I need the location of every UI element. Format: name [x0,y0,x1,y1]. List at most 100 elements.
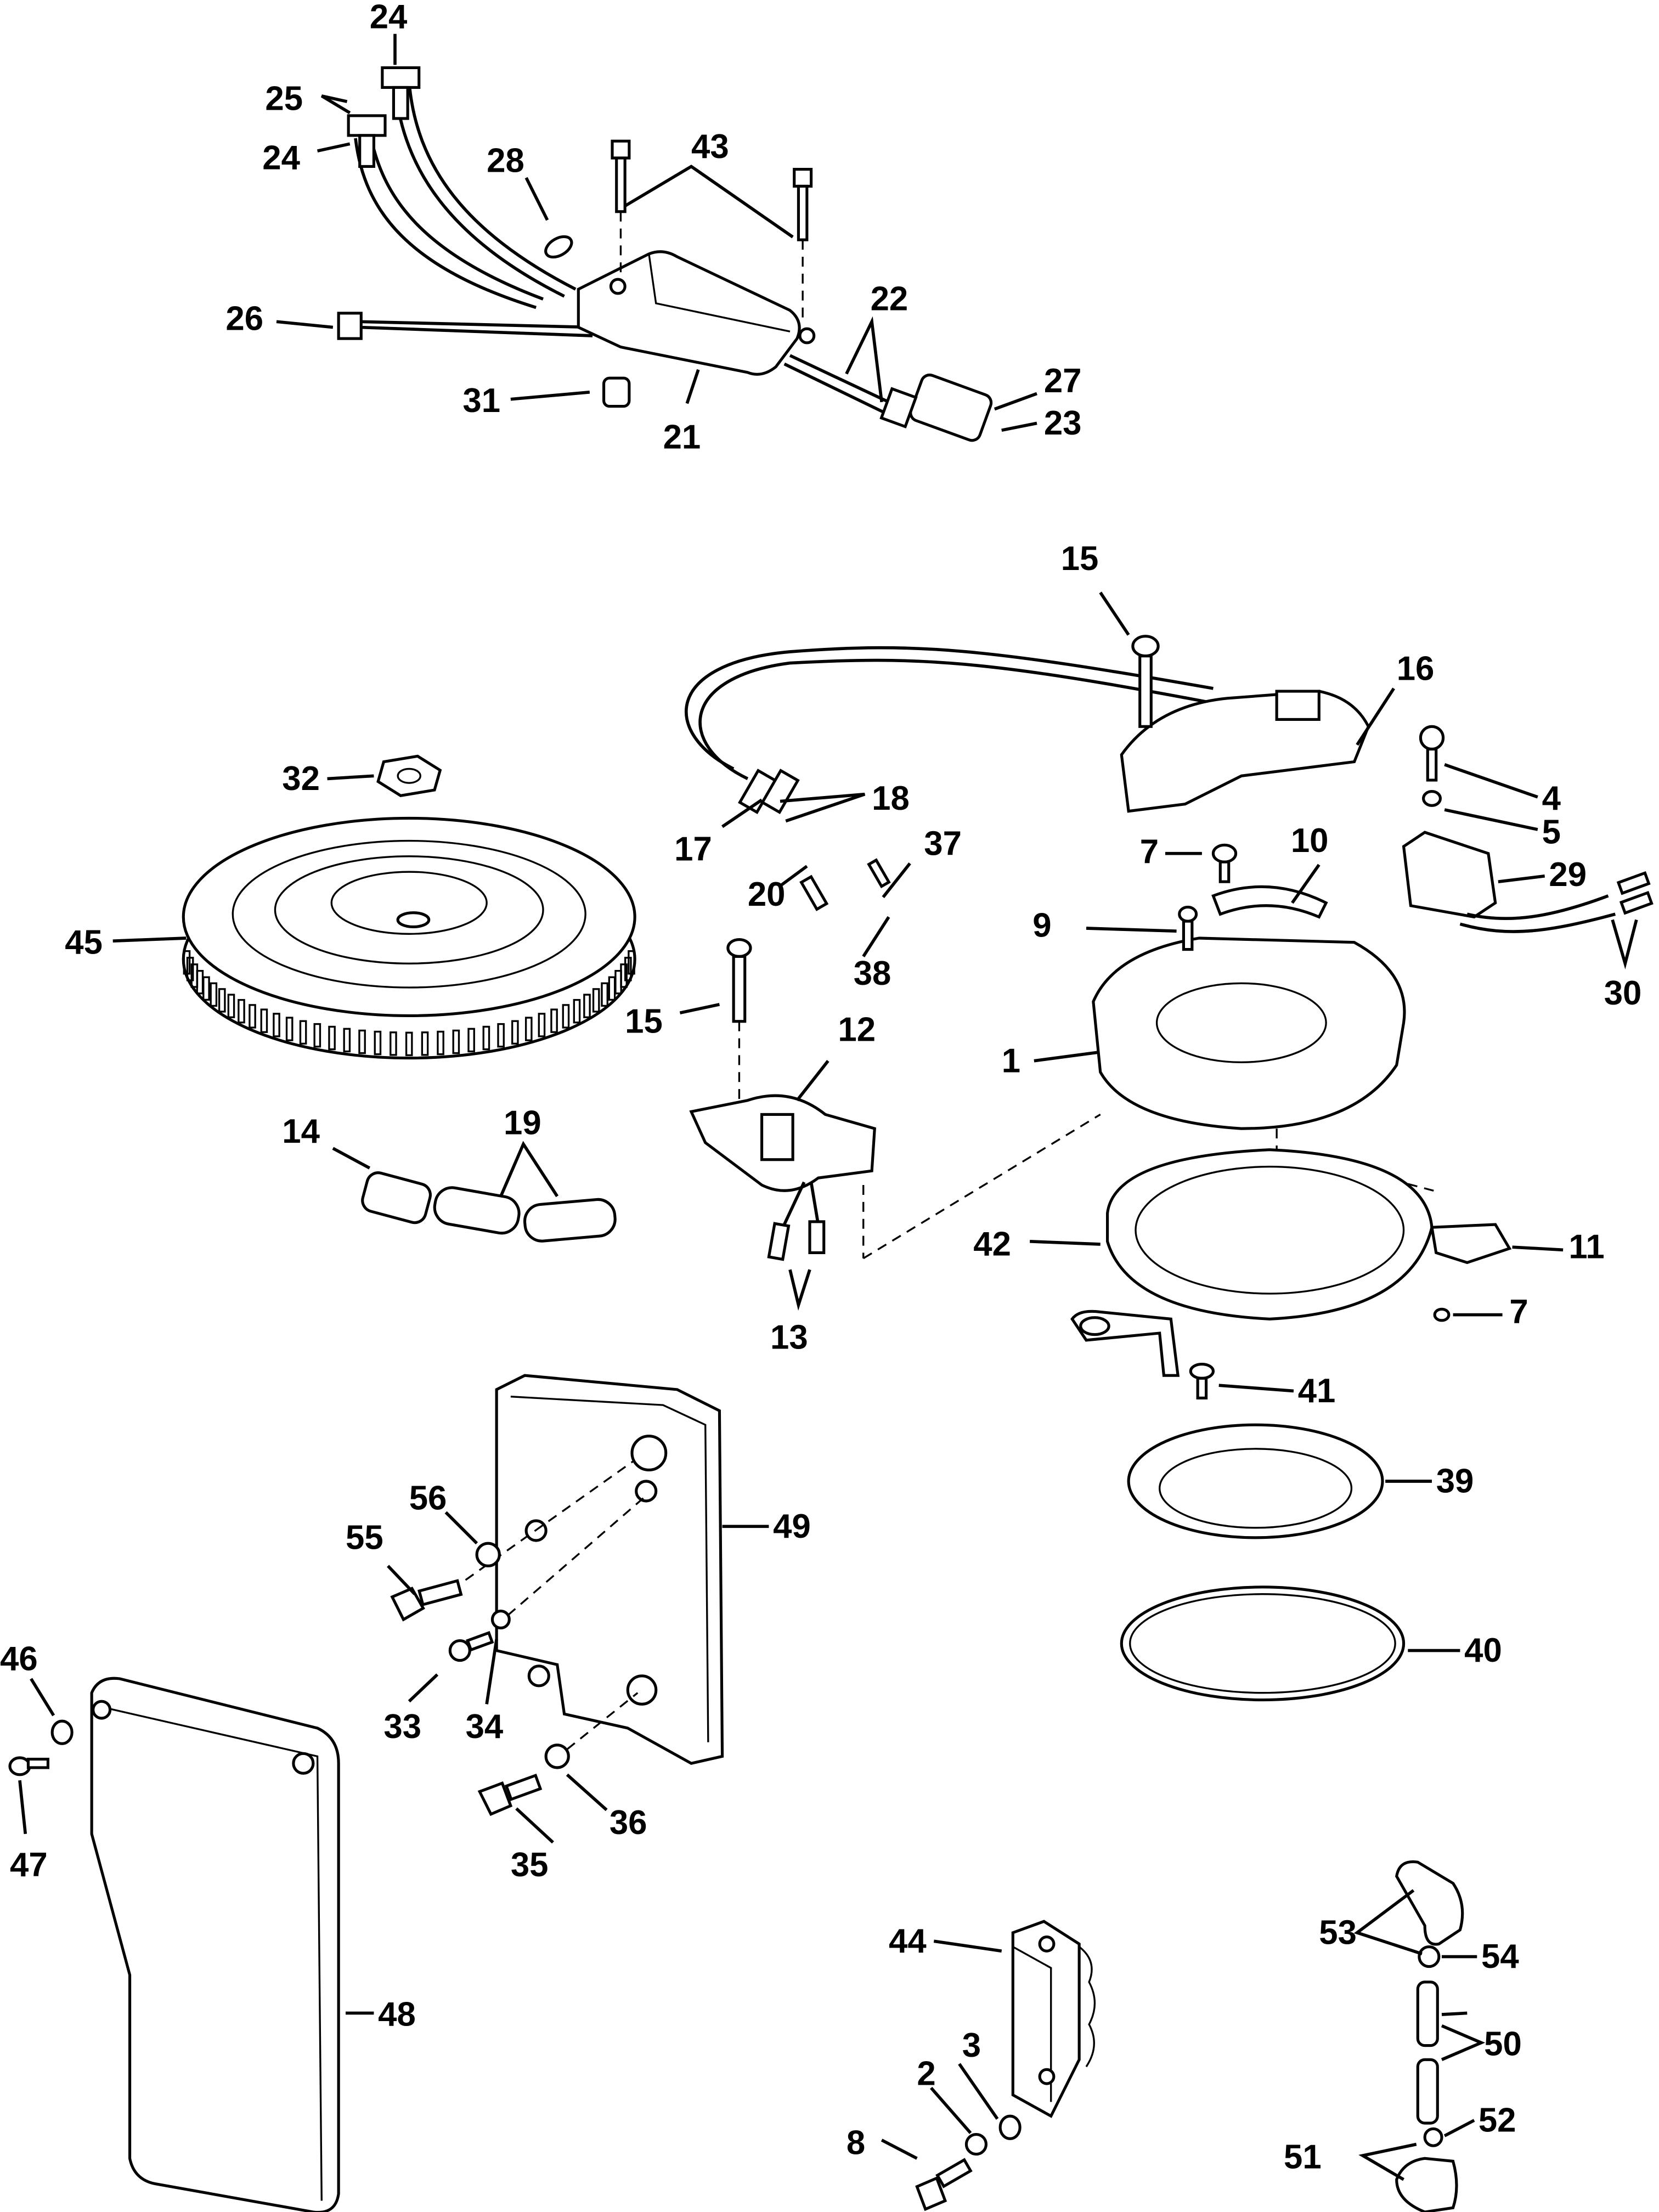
terminal-13 [767,1222,791,1261]
flywheel-tooth [313,1023,321,1048]
assembly-line [862,1113,1101,1260]
callout-56: 56 [409,1479,447,1517]
callout-32: 32 [282,760,320,798]
terminal-13 [808,1220,826,1254]
flywheel-hub [330,871,488,935]
callout-20: 20 [748,876,786,913]
callout-31: 31 [462,382,500,420]
flywheel-tooth [467,1028,475,1053]
connector-and-sleeves [361,1171,617,1243]
sensor-assembly [1402,725,1654,933]
sleeve-19 [523,1198,617,1243]
harness [698,658,1211,780]
harness [684,646,1214,770]
flywheel-tooth [482,1025,490,1051]
nut-bore [397,768,421,784]
rectifier-assembly [915,1920,1096,2211]
sleeve-19 [433,1186,521,1235]
mount-hole [609,278,627,295]
flywheel-tooth [524,1017,533,1041]
screw-7-lower [1433,1307,1451,1322]
callout-50: 50 [1484,2025,1522,2063]
clip-28 [544,235,573,259]
flywheel-tooth [260,1008,268,1033]
callout-18: 18 [872,780,910,817]
ring-39-inner [1159,1448,1353,1529]
lead [781,1181,806,1228]
mounting-bracket-49 [495,1374,724,1765]
callout-10: 10 [1291,822,1329,860]
ring-assembly [1070,1148,1512,1702]
flywheel-tooth [497,1023,505,1048]
callout-49: 49 [773,1508,811,1545]
callout-7: 7 [1140,833,1159,871]
flywheel-tooth [538,1013,546,1037]
flywheel-tooth [227,994,235,1018]
callout-14: 14 [282,1113,320,1150]
wire [783,362,884,414]
stator-plate-1 [1092,936,1406,1130]
sleeve-50 [1416,1980,1439,2047]
flywheel-tooth [592,988,600,1013]
callout-27: 27 [1044,362,1082,400]
callout-15: 15 [625,1002,663,1040]
screw-4-head [1419,725,1445,751]
wire [789,354,890,404]
power-pack-21 [577,250,801,376]
callout-12: 12 [838,1011,876,1049]
power-pack-assembly [337,66,993,442]
coil-window [760,1113,794,1161]
sleeve-50 [1416,2058,1439,2125]
flywheel-hub-outer [274,855,544,964]
flywheel-tooth [328,1025,336,1051]
callout-19: 19 [504,1104,541,1142]
nut-32 [376,754,442,797]
power-pack-edge [648,253,791,332]
screw-15-shank [732,955,747,1023]
callout-3: 3 [962,2027,981,2064]
screw-35-shank [504,1773,543,1802]
screw-15-head [726,938,752,958]
screw-41-shank [1196,1376,1208,1400]
rectifier-44 [1011,1920,1081,2118]
flywheel-tooth [249,1004,256,1029]
callout-51: 51 [1284,2138,1322,2176]
screw-55-head [390,1587,425,1622]
bracket-hole [527,1664,550,1688]
wire [368,129,544,301]
wire [407,81,577,291]
callout-16: 16 [1397,650,1435,687]
screw-8-shank [935,2158,973,2188]
callout-21: 21 [663,419,701,456]
flywheel-tooth [210,982,218,1007]
flywheel-tooth [299,1020,307,1045]
callout-30: 30 [1604,974,1642,1012]
callout-8: 8 [847,2124,865,2162]
rectifier-hole [1038,1936,1056,1953]
screw-47-head [8,1756,31,1776]
flywheel-tooth [285,1017,294,1041]
screw-9 [1178,905,1198,923]
callout-15: 15 [1061,540,1099,578]
rectifier-hole [1038,2068,1056,2085]
callout-53: 53 [1319,1914,1357,1951]
leader-lines [18,33,1638,2181]
armature-plate-assembly [684,635,1370,911]
callout-22: 22 [871,280,909,318]
callout-26: 26 [225,300,263,338]
bracket-boss [630,1435,668,1472]
spring-54 [1418,1945,1441,1968]
flywheel-tooth [202,976,210,1001]
callout-7: 7 [1509,1293,1528,1331]
bracket-boss [635,1480,658,1503]
screw-7 [1211,843,1238,864]
flywheel-tooth [358,1029,366,1054]
callout-11: 11 [1568,1228,1604,1266]
screw-4-shank [1426,747,1438,782]
flywheel-tooth [628,950,635,975]
callout-9: 9 [1032,906,1051,944]
flywheel-tooth [186,957,194,981]
callout-13: 13 [770,1318,808,1356]
cover-hole [292,1752,315,1775]
